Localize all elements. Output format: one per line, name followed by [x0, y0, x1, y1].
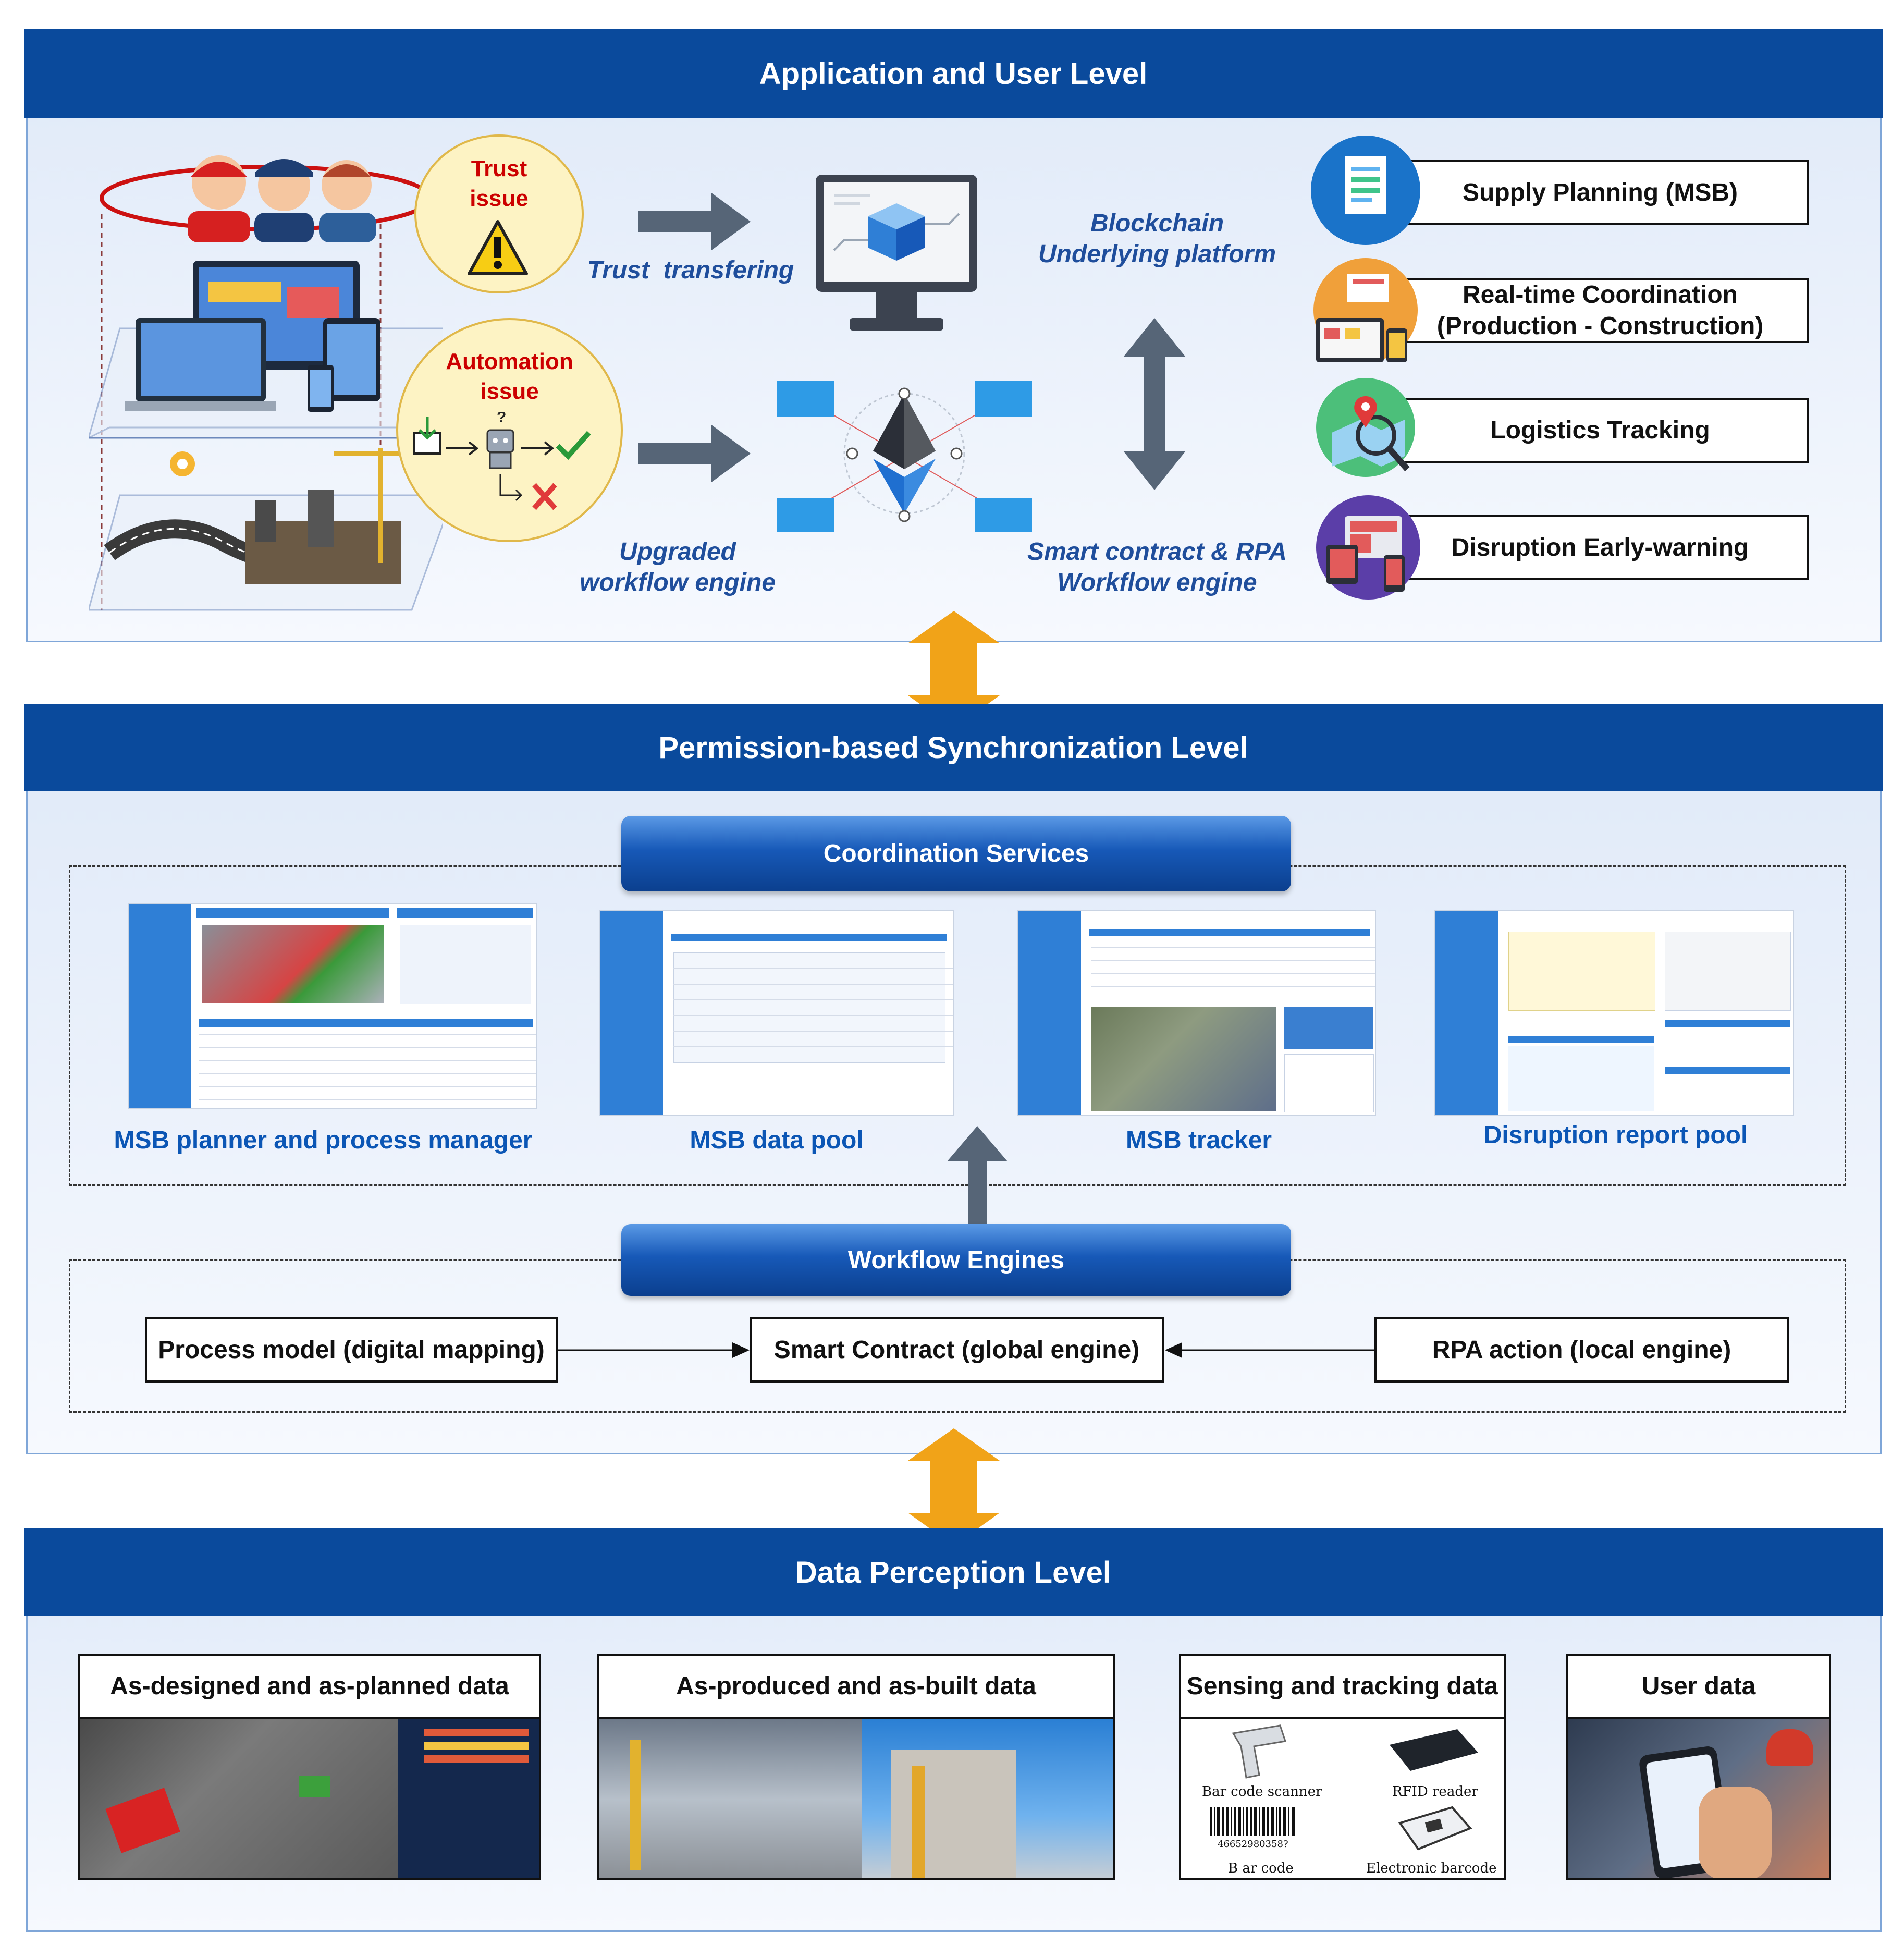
smart-contract-rpa-label: Smart contract & RPA Workflow engine	[1027, 538, 1287, 596]
engineer-person-icon	[319, 160, 376, 242]
trust-arrow	[638, 193, 751, 250]
electronic-barcode-icon	[1398, 1806, 1472, 1851]
user-data-title: User data	[1566, 1654, 1831, 1719]
automation-issue-label: Automation issue	[446, 349, 573, 405]
dashboard-icon	[1313, 258, 1418, 362]
msb-data-pool-screenshot	[599, 910, 954, 1116]
barcode-scanner-label: Bar code scanner	[1202, 1784, 1322, 1800]
barcode-scanner-icon	[1232, 1724, 1286, 1779]
workflow-up-arrow	[947, 1126, 1008, 1225]
automation-arrow	[638, 425, 751, 482]
barcode-number: 46652980358?	[1218, 1839, 1288, 1850]
upgraded-workflow-label: Upgraded workflow engine	[579, 538, 776, 596]
msb-data-pool-label: MSB data pool	[690, 1127, 864, 1154]
monitor-alert-icon	[1316, 495, 1420, 600]
orange-sync-arrow-top	[908, 611, 1000, 728]
user-data-image	[1566, 1719, 1831, 1880]
worker-person-icon	[188, 155, 250, 242]
msb-planner-label: MSB planner and process manager	[114, 1127, 533, 1154]
sensing-tracking-image: Bar code scanner RFID reader 46652980358…	[1179, 1719, 1506, 1880]
checkmark-icon	[556, 431, 591, 460]
supply-planning-box: Supply Planning (MSB)	[1392, 160, 1809, 225]
barcode-icon	[1210, 1807, 1295, 1836]
ethereum-network-graphic	[777, 381, 1032, 532]
disruption-report-label: Disruption report pool	[1483, 1121, 1748, 1149]
disruption-warning-box: Disruption Early-warning	[1392, 515, 1809, 580]
trust-issue-label: Trust issue	[470, 156, 529, 212]
as-designed-image	[78, 1719, 541, 1880]
automation-flow-icon: ?	[413, 412, 591, 510]
electronic-barcode-label: Electronic barcode	[1366, 1861, 1497, 1876]
as-designed-title: As-designed and as-planned data	[78, 1654, 541, 1719]
rpa-action-box: RPA action (local engine)	[1374, 1317, 1789, 1383]
application-level-title: Application and User Level	[24, 29, 1883, 118]
robot-icon: ?	[486, 412, 514, 469]
blockchain-platform-label: Blockchain Underlying platform	[1038, 210, 1276, 268]
msb-tracker-screenshot	[1017, 910, 1376, 1116]
rfid-reader-label: RFID reader	[1392, 1784, 1478, 1800]
inbox-icon	[413, 417, 441, 455]
as-produced-image	[597, 1719, 1115, 1880]
vertical-double-arrow	[1123, 318, 1186, 490]
msb-planner-screenshot	[128, 903, 537, 1109]
coordination-services-banner: Coordination Services	[621, 816, 1291, 891]
map-pin-icon	[1316, 378, 1415, 477]
rfid-reader-icon	[1390, 1729, 1478, 1771]
process-to-contract-arrow	[558, 1342, 750, 1358]
rpa-to-contract-arrow	[1165, 1342, 1374, 1358]
sensing-tracking-title: Sensing and tracking data	[1179, 1654, 1506, 1719]
workflow-engines-banner: Workflow Engines	[621, 1224, 1291, 1296]
barcode-label: B ar code	[1228, 1861, 1294, 1876]
warning-icon	[468, 220, 528, 275]
msb-tracker-label: MSB tracker	[1125, 1127, 1272, 1154]
orange-sync-arrow-bottom	[908, 1428, 1000, 1546]
blockchain-monitor-icon	[816, 175, 977, 331]
cross-icon	[532, 483, 557, 510]
smart-contract-box: Smart Contract (global engine)	[750, 1317, 1164, 1383]
as-produced-title: As-produced and as-built data	[597, 1654, 1115, 1719]
users-illustration	[89, 155, 443, 611]
trust-transfering-label: Trust transfering	[587, 256, 794, 284]
realtime-coordination-box: Real-time Coordination (Production - Con…	[1392, 278, 1809, 343]
svg-text:?: ?	[497, 412, 506, 426]
synchronization-level-title: Permission-based Synchronization Level	[24, 704, 1883, 791]
process-model-box: Process model (digital mapping)	[145, 1317, 558, 1383]
disruption-report-screenshot	[1434, 910, 1794, 1116]
logistics-tracking-box: Logistics Tracking	[1392, 398, 1809, 463]
document-icon	[1311, 136, 1420, 245]
woman-person-icon	[254, 159, 314, 242]
data-perception-level-title: Data Perception Level	[24, 1528, 1883, 1616]
